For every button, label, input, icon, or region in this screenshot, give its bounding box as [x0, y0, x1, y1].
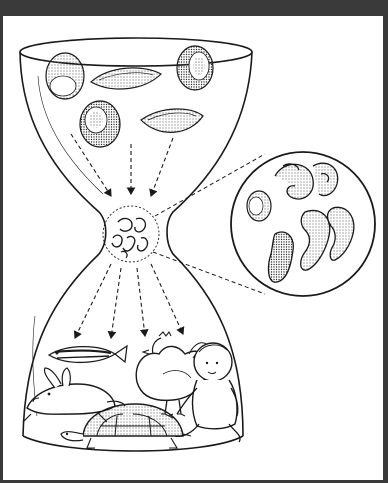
- top-bulb-embryos: [46, 46, 213, 147]
- figure-panel: [3, 16, 383, 480]
- phylotypic-embryos-cluster: [103, 206, 159, 262]
- early-embryo-2: [91, 68, 161, 89]
- embryo-large-1: [247, 191, 271, 221]
- early-embryo-5: [141, 109, 203, 132]
- early-embryo-4: [80, 101, 120, 147]
- arrows-diverge: [75, 264, 183, 338]
- early-embryo-1: [46, 53, 84, 99]
- arrows-converge: [71, 134, 173, 196]
- early-embryo-3: [177, 46, 213, 90]
- fish: [49, 346, 127, 362]
- magnifier-circle: [231, 152, 375, 296]
- hourglass-diagram: [3, 16, 383, 480]
